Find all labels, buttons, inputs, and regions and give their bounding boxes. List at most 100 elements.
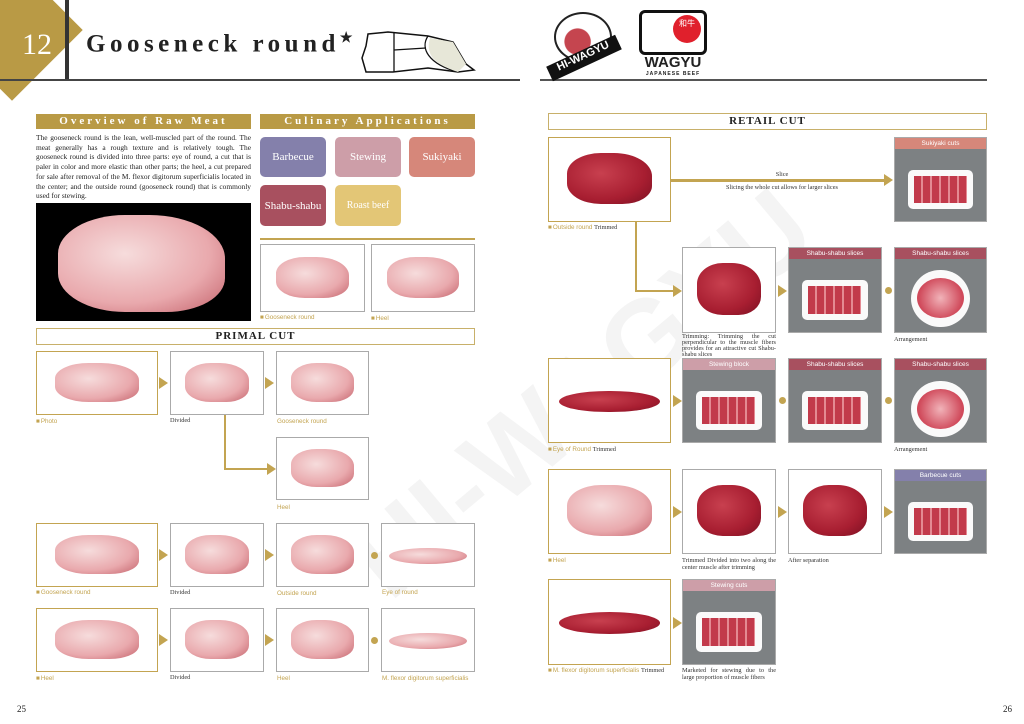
arrow-icon [778, 285, 787, 297]
arrow-icon [265, 377, 274, 389]
arrow-icon [159, 549, 168, 561]
primal-photo [381, 608, 475, 672]
flow-line [224, 415, 226, 470]
photo-label: M. flexor digitorum superficialis [382, 675, 469, 682]
overview-text: The gooseneck round is the lean, well-mu… [36, 133, 251, 201]
shabu-tray-photo: Shabu-shabu slices [788, 247, 882, 333]
raw-meat-photo [36, 203, 251, 321]
flow-line [635, 222, 637, 292]
arrow-icon [267, 463, 276, 475]
eye-of-round-label: Eye of Round Trimmed [548, 446, 616, 453]
dot-icon [885, 287, 892, 294]
primal-photo [276, 437, 369, 500]
trimming-caption: Trimming: Trimming the cut perpendicular… [682, 333, 776, 358]
photo-label: Heel [36, 675, 54, 682]
heel-label: Heel [548, 557, 566, 564]
arrow-icon [673, 617, 682, 629]
heel-caption: Trimmed Divided into two along the cente… [682, 557, 776, 572]
primal-photo [36, 351, 158, 415]
photo-label: Photo [36, 418, 57, 425]
page-number-left: 25 [17, 704, 26, 714]
shabu-plate-photo: Shabu-shabu slices [894, 247, 987, 333]
header-rule-right [540, 79, 987, 81]
slice-label: Slice [775, 171, 789, 178]
arrangement-caption: Arrangement [894, 336, 928, 343]
photo-label: Heel [277, 675, 290, 682]
stewing-cuts-photo: Stewing cuts [682, 579, 776, 665]
photo-label: Outside round [277, 590, 317, 597]
chapter-number: 12 [22, 28, 52, 61]
dot-icon [371, 552, 378, 559]
page-title: Gooseneck round★ [86, 30, 357, 58]
primal-photo [170, 351, 264, 415]
primal-photo [276, 608, 369, 672]
barbecue-cuts-photo: Barbecue cuts [894, 469, 987, 554]
wagyu-japanese-beef-logo: 和牛 WAGYU JAPANESE BEEF [637, 8, 709, 78]
stewing-block-photo: Stewing block [682, 358, 776, 443]
heel-divided-photo [682, 469, 776, 554]
overview-heading: Overview of Raw Meat [36, 114, 251, 129]
culinary-roast-beef: Roast beef [335, 185, 401, 226]
arrow-icon [265, 634, 274, 646]
primal-photo [276, 351, 369, 415]
slice-desc: Slicing the whole cut allows for larger … [726, 184, 838, 191]
photo-caption: Divided [170, 674, 191, 681]
divider [260, 238, 475, 240]
thumb-label: Heel [371, 315, 389, 322]
flexor-photo [548, 579, 671, 665]
arrow-icon [673, 506, 682, 518]
heel-photo [548, 469, 671, 554]
dot-icon [371, 637, 378, 644]
culinary-stewing: Stewing [335, 137, 401, 177]
primal-photo [36, 608, 158, 672]
hi-wagyu-logo: HI-WAGYU [546, 6, 622, 82]
primal-photo [276, 523, 369, 587]
dot-icon [779, 397, 786, 404]
culinary-barbecue: Barbecue [260, 137, 326, 177]
outside-round-label: Outside round Trimmed [548, 224, 618, 231]
arrow-icon [673, 285, 682, 297]
flow-line [224, 468, 269, 470]
photo-label: Gooseneck round [277, 418, 327, 425]
arrow-icon [265, 549, 274, 561]
photo-label: Eye of round [382, 589, 418, 596]
page-number-right: 26 [1003, 704, 1012, 714]
culinary-heading: Culinary Applications [260, 114, 475, 129]
flow-line [635, 290, 675, 292]
heel-thumb [371, 244, 475, 312]
culinary-shabu-shabu: Shabu-shabu [260, 185, 326, 226]
flow-line [671, 179, 885, 182]
photo-caption: Divided [170, 589, 191, 596]
gooseneck-thumb [260, 244, 365, 312]
stewing-caption: Marketed for stewing due to the large pr… [682, 667, 776, 682]
thumb-label: Gooseneck round [260, 314, 315, 321]
sukiyaki-cuts-photo: Sukiyaki cuts [894, 137, 987, 222]
after-separation-photo [788, 469, 882, 554]
flexor-label: M. flexor digitorum superficialis Trimme… [548, 667, 664, 674]
after-separation-caption: After separation [788, 557, 829, 564]
arrow-icon [159, 377, 168, 389]
arrow-icon [884, 506, 893, 518]
photo-label: Heel [277, 504, 290, 511]
arrow-icon [159, 634, 168, 646]
shabu-tray-photo: Shabu-shabu slices [788, 358, 882, 443]
primal-photo [36, 523, 158, 587]
primal-photo [170, 608, 264, 672]
header-divider [65, 0, 69, 80]
primal-photo [381, 523, 475, 587]
arrow-icon [673, 395, 682, 407]
culinary-sukiyaki: Sukiyaki [409, 137, 475, 177]
arrangement-caption: Arrangement [894, 446, 928, 453]
outside-round-photo [548, 137, 671, 222]
primal-photo [170, 523, 264, 587]
dot-icon [885, 397, 892, 404]
arrow-icon [884, 174, 893, 186]
photo-caption: Divided [170, 417, 191, 424]
eye-of-round-photo [548, 358, 671, 443]
beef-round-diagram-icon [361, 31, 476, 73]
arrow-icon [778, 506, 787, 518]
trimming-photo [682, 247, 776, 333]
primal-cut-heading: PRIMAL CUT [36, 328, 475, 345]
shabu-plate-photo: Shabu-shabu slices [894, 358, 987, 443]
retail-cut-heading: RETAIL CUT [548, 113, 987, 130]
